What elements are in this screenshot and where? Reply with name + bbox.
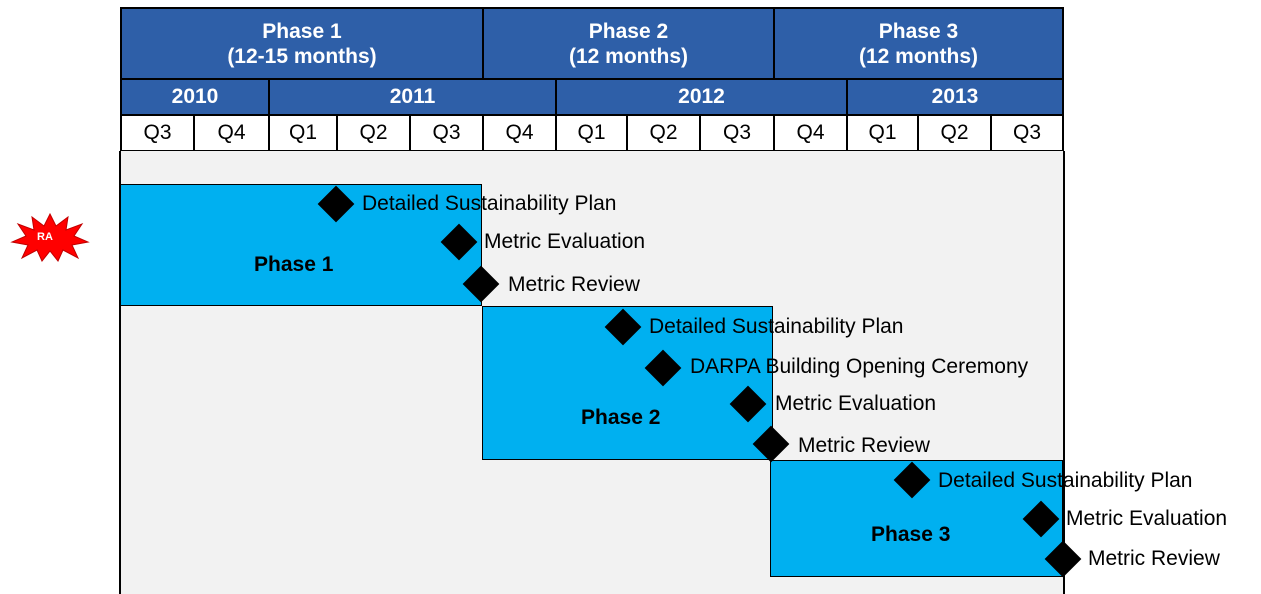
phase-bar-1 [120,184,482,306]
year-header-2010: 2010 [120,78,270,116]
phase-label-2: Phase 2 [581,406,661,429]
phase-header-duration: (12 months) [858,44,978,68]
quarter-cell: Q2 [626,114,701,152]
quarter-cell: Q3 [990,114,1064,152]
quarter-label: Q1 [288,121,317,144]
quarter-cell: Q2 [336,114,411,152]
milestone-label: Detailed Sustainability Plan [938,469,1193,492]
quarter-label: Q4 [217,121,246,144]
year-header-2012: 2012 [555,78,848,116]
quarter-label: Q3 [432,121,461,144]
milestone-label: Metric Evaluation [1066,507,1228,530]
quarter-cell: Q1 [846,114,919,152]
quarter-label: Q2 [649,121,678,144]
quarter-cell: Q1 [555,114,628,152]
quarter-label: Q1 [577,121,606,144]
quarter-label: Q1 [868,121,897,144]
phase-label-1: Phase 1 [254,253,334,276]
phase-header-name: Phase 1 [262,19,342,43]
quarter-label: Q4 [796,121,825,144]
year-label: 2011 [389,85,436,108]
ra-badge: RA [10,212,90,262]
milestone-label: Metric Evaluation [484,230,646,253]
quarter-cell: Q3 [409,114,484,152]
quarter-cell: Q1 [268,114,338,152]
phase-header-duration: (12 months) [568,44,688,68]
quarter-cell: Q3 [699,114,775,152]
year-label: 2010 [171,85,219,108]
year-header-2011: 2011 [268,78,557,116]
milestone-label: Detailed Sustainability Plan [362,192,617,215]
quarter-label: Q4 [505,121,534,144]
year-header-2013: 2013 [846,78,1064,116]
quarter-cell: Q3 [120,114,195,152]
quarter-cell: Q2 [917,114,992,152]
quarter-label: Q2 [940,121,969,144]
quarter-cell: Q4 [482,114,557,152]
phase-header-duration: (12-15 months) [227,44,377,68]
quarter-label: Q3 [1012,121,1041,144]
phase-header-name: Phase 2 [588,19,669,43]
quarter-cell: Q4 [193,114,270,152]
quarter-label: Q3 [722,121,751,144]
phase-header-3: Phase 3 (12 months) [773,7,1064,80]
quarter-label: Q2 [359,121,388,144]
milestone-label: Detailed Sustainability Plan [649,315,904,338]
year-label: 2013 [931,85,979,108]
phase-label-3: Phase 3 [871,523,951,546]
phase-header-2: Phase 2 (12 months) [482,7,775,80]
quarter-label: Q3 [143,121,172,144]
phase-header-name: Phase 3 [878,19,959,43]
milestone-label: Metric Review [798,434,930,457]
milestone-label: Metric Review [1088,547,1220,570]
starburst-icon [10,212,90,262]
milestone-label: Metric Review [508,273,640,296]
badge-label: RA [37,231,53,243]
milestone-label: DARPA Building Opening Ceremony [690,355,1029,378]
year-label: 2012 [678,85,725,108]
phase-header-1: Phase 1 (12-15 months) [120,7,484,80]
milestone-label: Metric Evaluation [775,392,937,415]
quarter-cell: Q4 [773,114,848,152]
